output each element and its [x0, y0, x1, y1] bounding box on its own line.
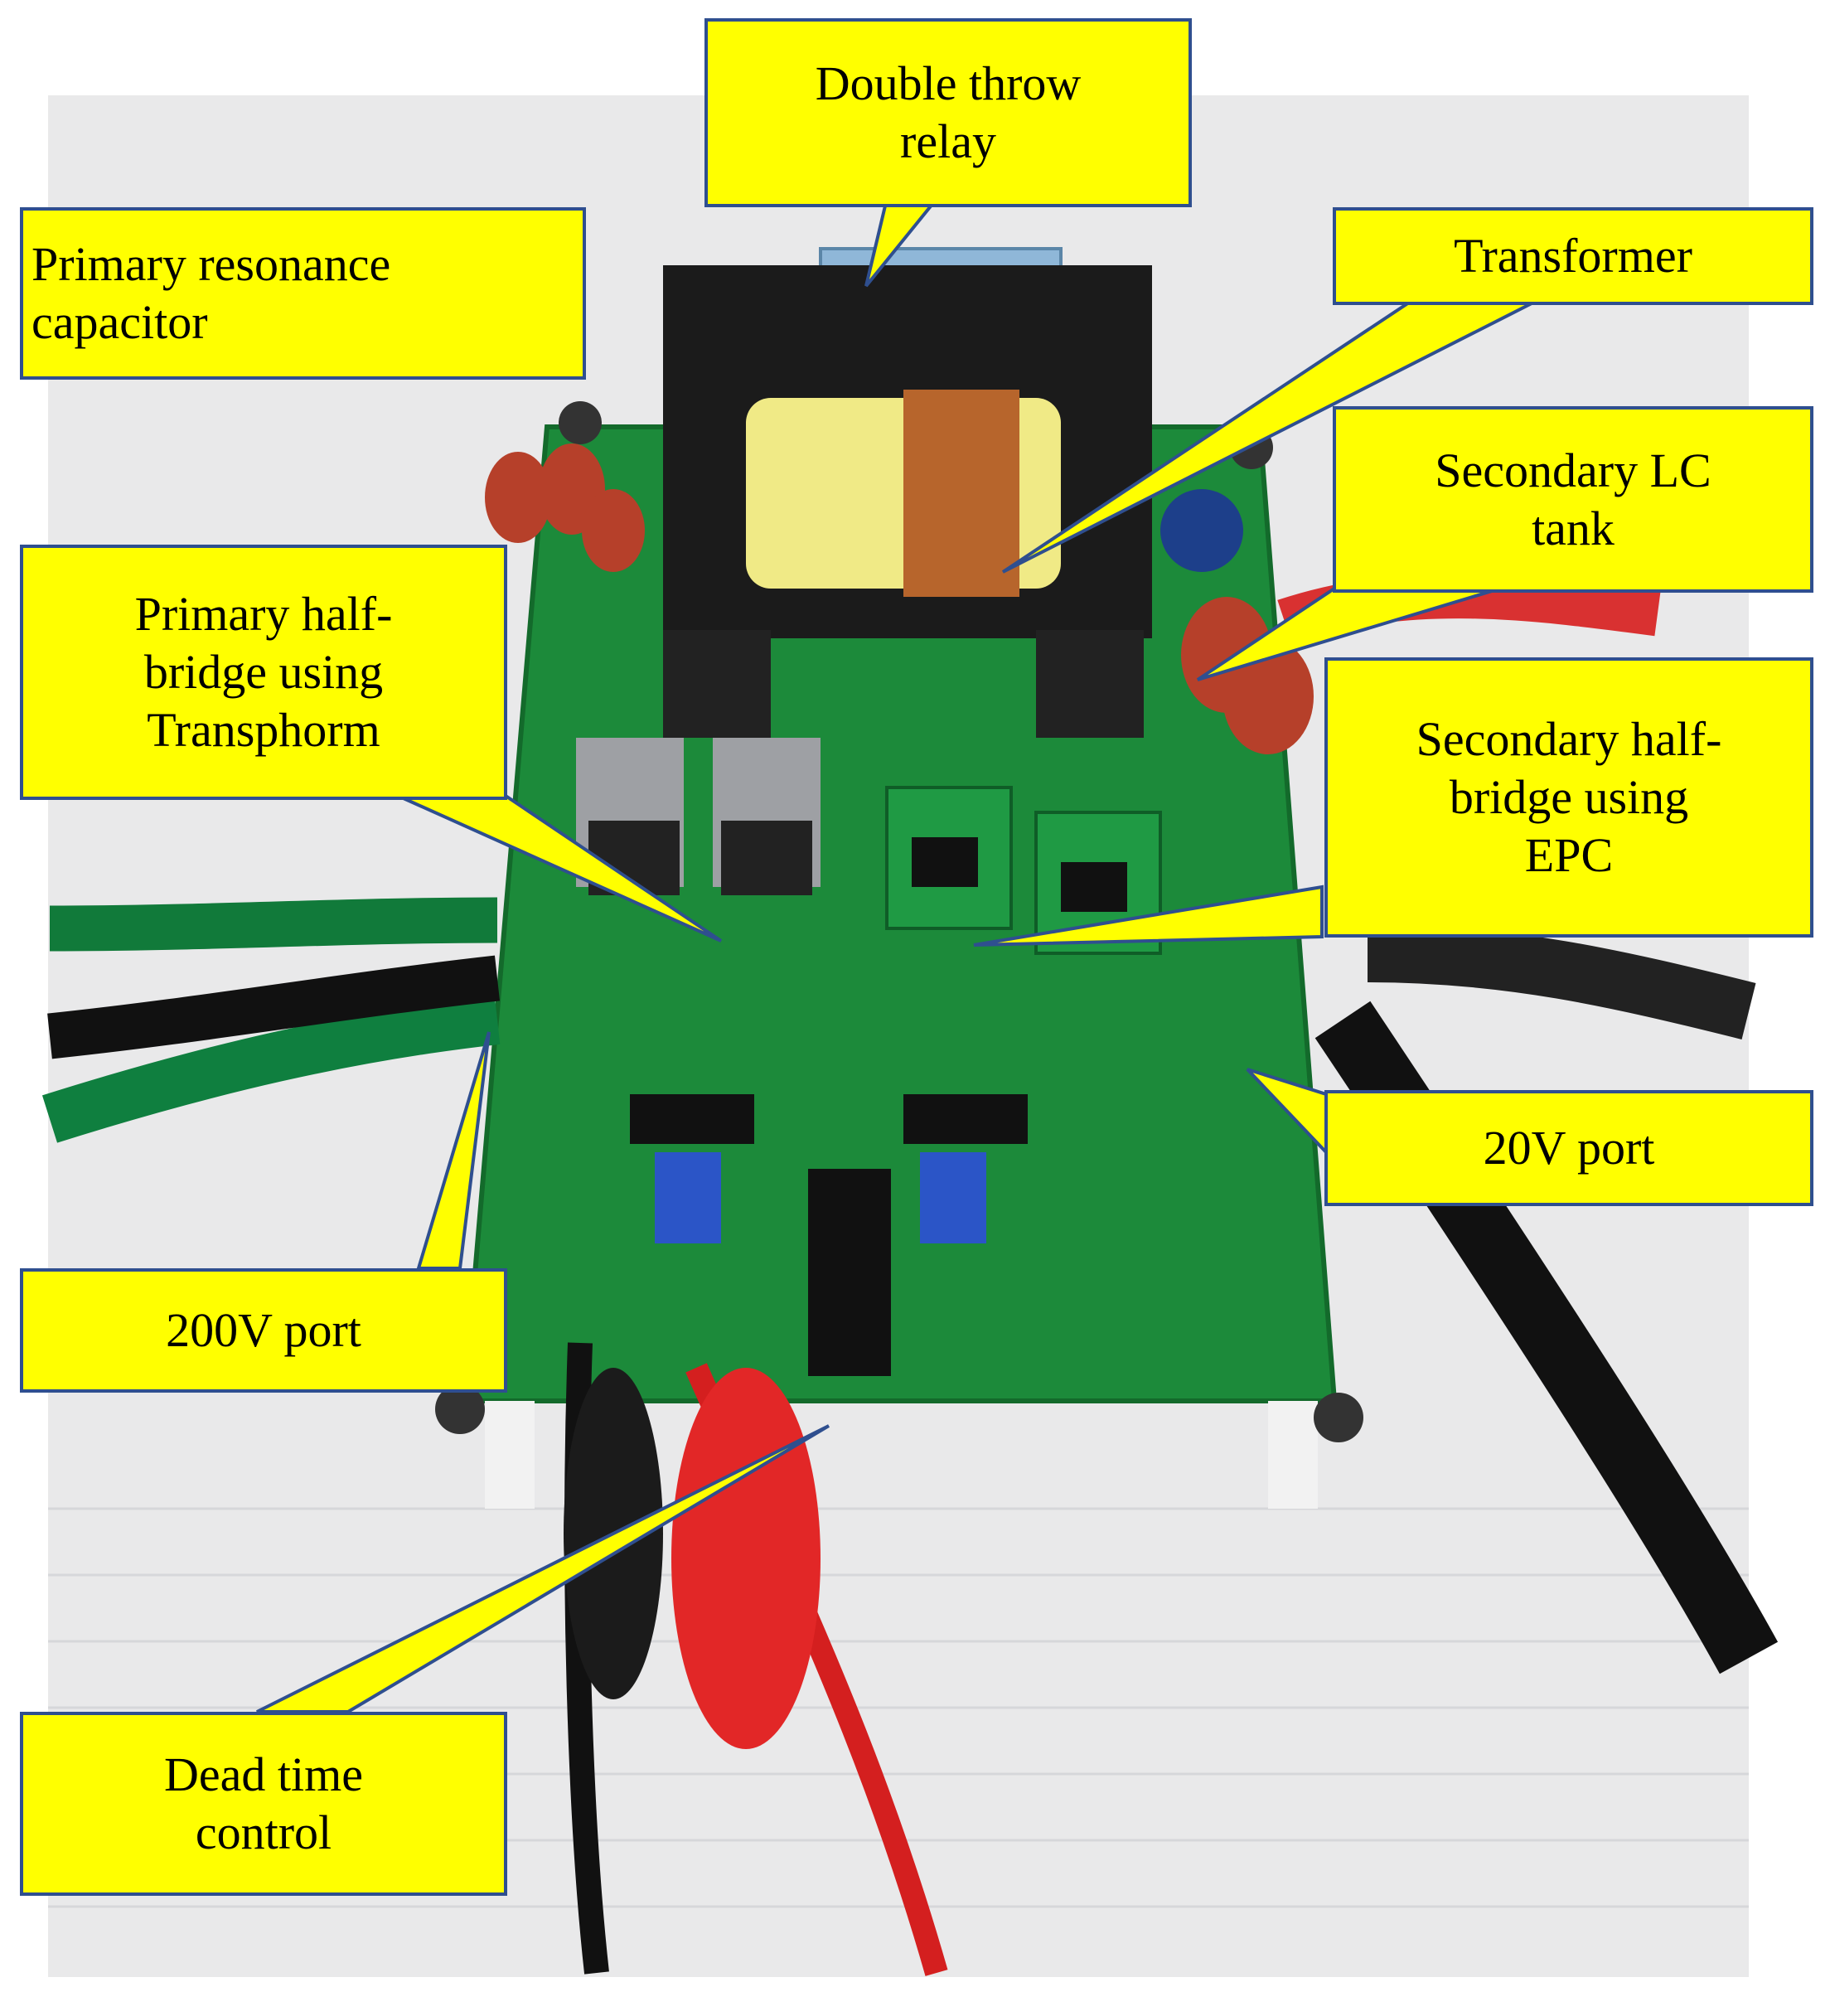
callout-primary-resonance-capacitor: Primary resonance capacitor: [20, 207, 586, 380]
callout-double-throw-relay: Double throw relay: [704, 18, 1192, 207]
callout-secondary-half-bridge: Secondary half- bridge using EPC: [1324, 657, 1813, 938]
callout-transformer: Transformer: [1333, 207, 1813, 305]
mount-hole-tl: [559, 401, 602, 444]
mount-hole-bl: [435, 1384, 485, 1434]
secondary-lc-components: [1160, 489, 1314, 754]
transformer-component: [663, 265, 1152, 738]
transphorm-transistors: [576, 738, 821, 895]
primary-capacitors: [485, 443, 645, 572]
callout-primary-half-bridge: Primary half- bridge using Transphorm: [20, 545, 507, 800]
mount-hole-br: [1314, 1393, 1363, 1442]
callout-200v-port: 200V port: [20, 1268, 507, 1393]
pcb-standoff-right: [1268, 1401, 1318, 1509]
pcb-standoff-left: [485, 1401, 535, 1509]
callout-secondary-lc-tank: Secondary LC tank: [1333, 406, 1813, 593]
control-ics: [630, 1094, 1028, 1376]
pointer-secondary-half-bridge: [973, 884, 1324, 947]
callout-pointers: [256, 197, 1534, 1713]
callout-dead-time-control: Dead time control: [20, 1712, 507, 1896]
callout-20v-port: 20V port: [1324, 1090, 1813, 1206]
